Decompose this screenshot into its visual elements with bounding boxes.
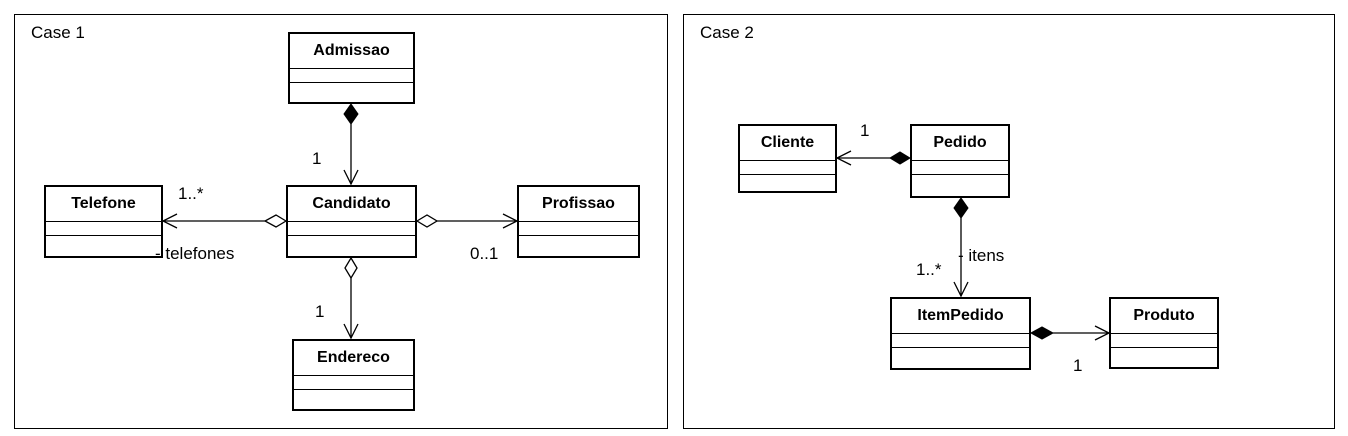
class-itempedido[interactable]: ItemPedido <box>890 297 1031 370</box>
class-telefone-name: Telefone <box>46 187 161 222</box>
class-cliente[interactable]: Cliente <box>738 124 837 193</box>
telefone-multiplicity: 1..* <box>178 184 204 203</box>
profissao-multiplicity: 0..1 <box>470 244 499 263</box>
class-pedido-name: Pedido <box>912 126 1008 161</box>
class-produto-operations <box>1111 348 1217 361</box>
candidato-endereco-link <box>343 256 359 340</box>
class-itempedido-attributes <box>892 334 1029 348</box>
class-telefone-attributes <box>46 222 161 236</box>
class-candidato-operations <box>288 236 415 249</box>
class-admissao[interactable]: Admissao <box>288 32 415 104</box>
class-admissao-attributes <box>290 69 413 83</box>
class-profissao-operations <box>519 236 638 249</box>
class-pedido-operations <box>912 175 1008 188</box>
itens-role: - itens <box>958 246 1005 265</box>
class-cliente-name: Cliente <box>740 126 835 161</box>
class-itempedido-operations <box>892 348 1029 361</box>
class-candidato-attributes <box>288 222 415 236</box>
class-telefone-operations <box>46 236 161 249</box>
candidato-telefone-link <box>161 213 288 229</box>
class-endereco-name: Endereco <box>294 341 413 376</box>
admissao-multiplicity: 1 <box>312 149 322 168</box>
class-admissao-name: Admissao <box>290 34 413 69</box>
produto-multiplicity: 1 <box>1073 356 1083 375</box>
class-endereco[interactable]: Endereco <box>292 339 415 411</box>
admissao-candidato-link <box>343 103 359 186</box>
itempedido-produto-link <box>1029 325 1111 341</box>
class-produto[interactable]: Produto <box>1109 297 1219 369</box>
class-cliente-operations <box>740 175 835 188</box>
pedido-cliente-link <box>835 150 911 166</box>
itens-multiplicity: 1..* <box>916 260 942 279</box>
class-cliente-attributes <box>740 161 835 175</box>
class-candidato-name: Candidato <box>288 187 415 222</box>
class-profissao[interactable]: Profissao <box>517 185 640 258</box>
class-produto-attributes <box>1111 334 1217 348</box>
pedido-itempedido-link <box>953 197 969 298</box>
class-produto-name: Produto <box>1111 299 1217 334</box>
class-endereco-operations <box>294 390 413 403</box>
class-admissao-operations <box>290 83 413 96</box>
candidato-profissao-link <box>415 213 519 229</box>
case2-title: Case 2 <box>700 23 754 42</box>
class-profissao-attributes <box>519 222 638 236</box>
telefone-role: - telefones <box>155 244 235 263</box>
class-endereco-attributes <box>294 376 413 390</box>
case1-title: Case 1 <box>31 23 85 42</box>
class-candidato[interactable]: Candidato <box>286 185 417 258</box>
class-pedido-attributes <box>912 161 1008 175</box>
class-profissao-name: Profissao <box>519 187 638 222</box>
cliente-multiplicity: 1 <box>860 121 870 140</box>
class-pedido[interactable]: Pedido <box>910 124 1010 198</box>
class-itempedido-name: ItemPedido <box>892 299 1029 334</box>
endereco-multiplicity: 1 <box>315 302 325 321</box>
class-telefone[interactable]: Telefone <box>44 185 163 258</box>
